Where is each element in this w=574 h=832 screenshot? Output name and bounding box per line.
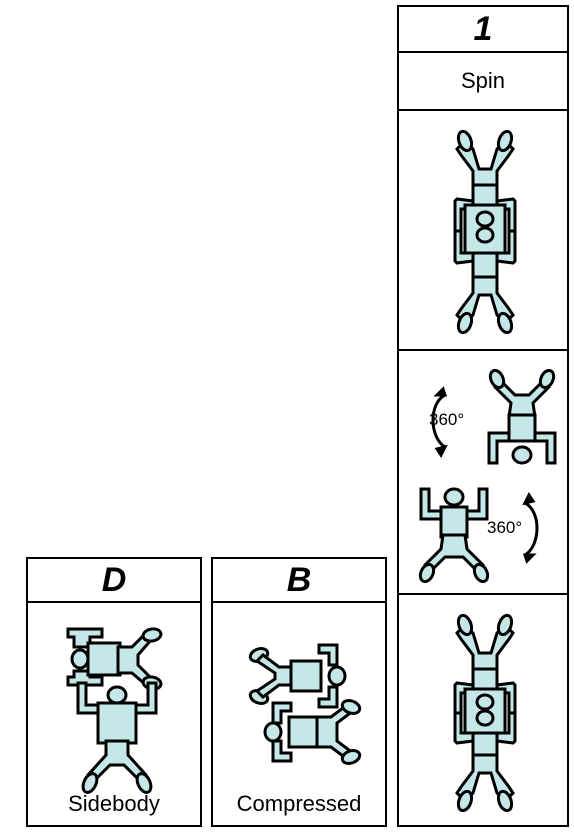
- column-b-header: B: [211, 557, 387, 603]
- column-b-formation: Compressed: [211, 601, 387, 827]
- column-d-formation: Sidebody: [26, 601, 202, 827]
- spin-formation-top-figures: [453, 129, 517, 335]
- skydiver-figure-icon: [453, 129, 517, 335]
- column-1-name-cell: Spin: [397, 51, 569, 111]
- column-b-letter: B: [286, 560, 312, 599]
- spin-transition-figures: 360° 360°: [418, 368, 557, 584]
- rotation-label-bottom: 360°: [487, 518, 522, 537]
- column-b-caption: Compressed: [236, 791, 362, 816]
- compressed-figures: [248, 643, 362, 765]
- skydiver-figure-icon: [248, 643, 347, 709]
- spin-formation-bottom: [397, 593, 569, 827]
- column-1-letter: 1: [473, 9, 493, 48]
- skydiver-figure-icon: [453, 613, 517, 813]
- skydiver-figure-icon: [66, 627, 163, 691]
- column-d-letter: D: [101, 560, 127, 599]
- column-1-name: Spin: [460, 68, 506, 93]
- column-1-header: 1: [397, 5, 569, 53]
- column-d-caption: Sidebody: [68, 791, 160, 816]
- skydiver-figure-icon: [487, 368, 557, 465]
- spin-formation-top: [397, 109, 569, 351]
- rotation-label-top: 360°: [429, 410, 464, 429]
- spin-formation-bottom-figures: [453, 613, 517, 813]
- skydiver-figure-icon: [418, 487, 490, 584]
- skydiver-figure-icon: [76, 681, 158, 794]
- rotation-arrow-icon: [431, 386, 448, 458]
- column-d-header: D: [26, 557, 202, 603]
- skydiver-figure-icon: [263, 699, 362, 765]
- spin-transition: 360° 360°: [397, 349, 569, 595]
- rotation-arrow-icon: [522, 492, 539, 564]
- sidebody-figures: [66, 627, 163, 794]
